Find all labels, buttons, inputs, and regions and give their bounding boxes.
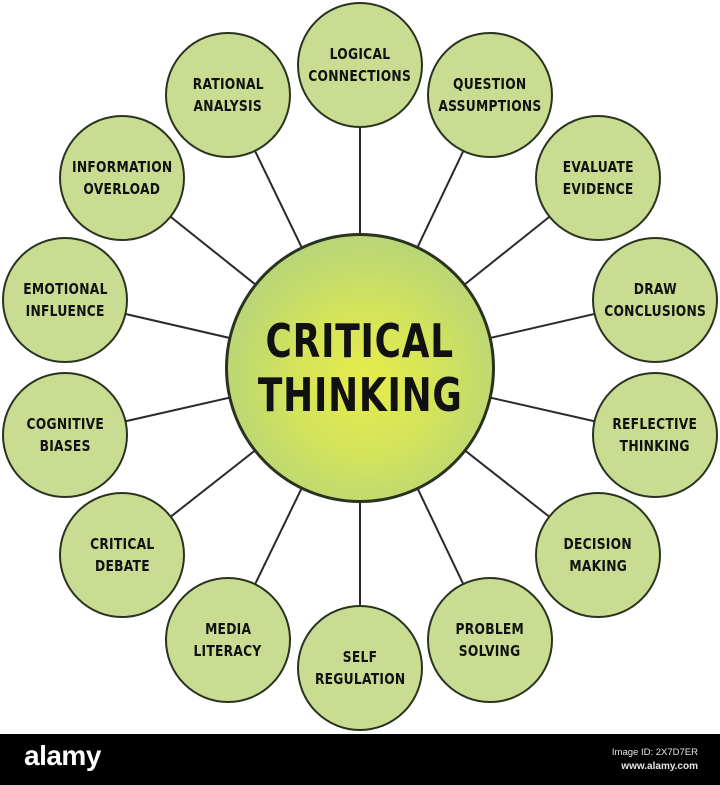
node-label: DEBATE xyxy=(94,557,150,575)
node-label: THINKING xyxy=(619,437,691,455)
node-label: MAKING xyxy=(569,557,627,575)
node-label: DRAW xyxy=(633,280,677,298)
node-label: DECISION xyxy=(563,535,633,553)
node-label: REGULATION xyxy=(314,670,406,688)
node-self-regulation: SELF REGULATION xyxy=(297,605,423,731)
node-label: RATIONAL xyxy=(192,75,264,93)
node-label: EVALUATE xyxy=(562,158,634,176)
watermark-footer: alamy Image ID: 2X7D7ER www.alamy.com xyxy=(0,734,720,785)
node-draw-conclusions: DRAW CONCLUSIONS xyxy=(592,237,718,363)
node-label: ASSUMPTIONS xyxy=(438,97,542,115)
node-label: PROBLEM xyxy=(455,620,525,638)
node-label: SOLVING xyxy=(459,642,521,660)
node-label: EVIDENCE xyxy=(562,180,634,198)
node-reflective-thinking: REFLECTIVE THINKING xyxy=(592,372,718,498)
node-decision-making: DECISION MAKING xyxy=(535,492,661,618)
node-label: QUESTION xyxy=(453,75,527,93)
center-label: THINKING xyxy=(257,368,463,422)
node-label: SELF xyxy=(342,648,378,666)
node-label: LOGICAL xyxy=(329,45,391,63)
node-label: INFLUENCE xyxy=(25,302,105,320)
node-emotional-influence: EMOTIONAL INFLUENCE xyxy=(2,237,128,363)
alamy-logo: alamy xyxy=(24,740,101,771)
node-label: BIASES xyxy=(39,437,91,455)
node-label: OVERLOAD xyxy=(83,180,161,198)
node-label: COGNITIVE xyxy=(26,415,104,433)
node-information-overload: INFORMATION OVERLOAD xyxy=(59,115,185,241)
node-logical-connections: LOGICAL CONNECTIONS xyxy=(297,2,423,128)
node-label: ANALYSIS xyxy=(193,97,263,115)
node-label: EMOTIONAL xyxy=(22,280,108,298)
center-node-critical-thinking: CRITICAL THINKING xyxy=(225,233,495,503)
node-evaluate-evidence: EVALUATE EVIDENCE xyxy=(535,115,661,241)
node-question-assumptions: QUESTION ASSUMPTIONS xyxy=(427,32,553,158)
image-meta: Image ID: 2X7D7ER www.alamy.com xyxy=(612,746,698,774)
node-rational-analysis: RATIONAL ANALYSIS xyxy=(165,32,291,158)
node-label: REFLECTIVE xyxy=(612,415,698,433)
site-url: www.alamy.com xyxy=(621,761,698,772)
node-problem-solving: PROBLEM SOLVING xyxy=(427,577,553,703)
mind-map-diagram: LOGICAL CONNECTIONS QUESTION ASSUMPTIONS… xyxy=(2,2,718,731)
node-critical-debate: CRITICAL DEBATE xyxy=(59,492,185,618)
node-label: LITERACY xyxy=(193,642,263,660)
image-id: Image ID: 2X7D7ER xyxy=(611,747,698,758)
node-label: INFORMATION xyxy=(71,158,173,176)
node-media-literacy: MEDIA LITERACY xyxy=(165,577,291,703)
node-cognitive-biases: COGNITIVE BIASES xyxy=(2,372,128,498)
node-label: CONCLUSIONS xyxy=(604,302,706,320)
center-label: CRITICAL xyxy=(265,314,455,368)
node-label: CONNECTIONS xyxy=(308,67,412,85)
node-label: MEDIA xyxy=(204,620,252,638)
node-label: CRITICAL xyxy=(89,535,155,553)
